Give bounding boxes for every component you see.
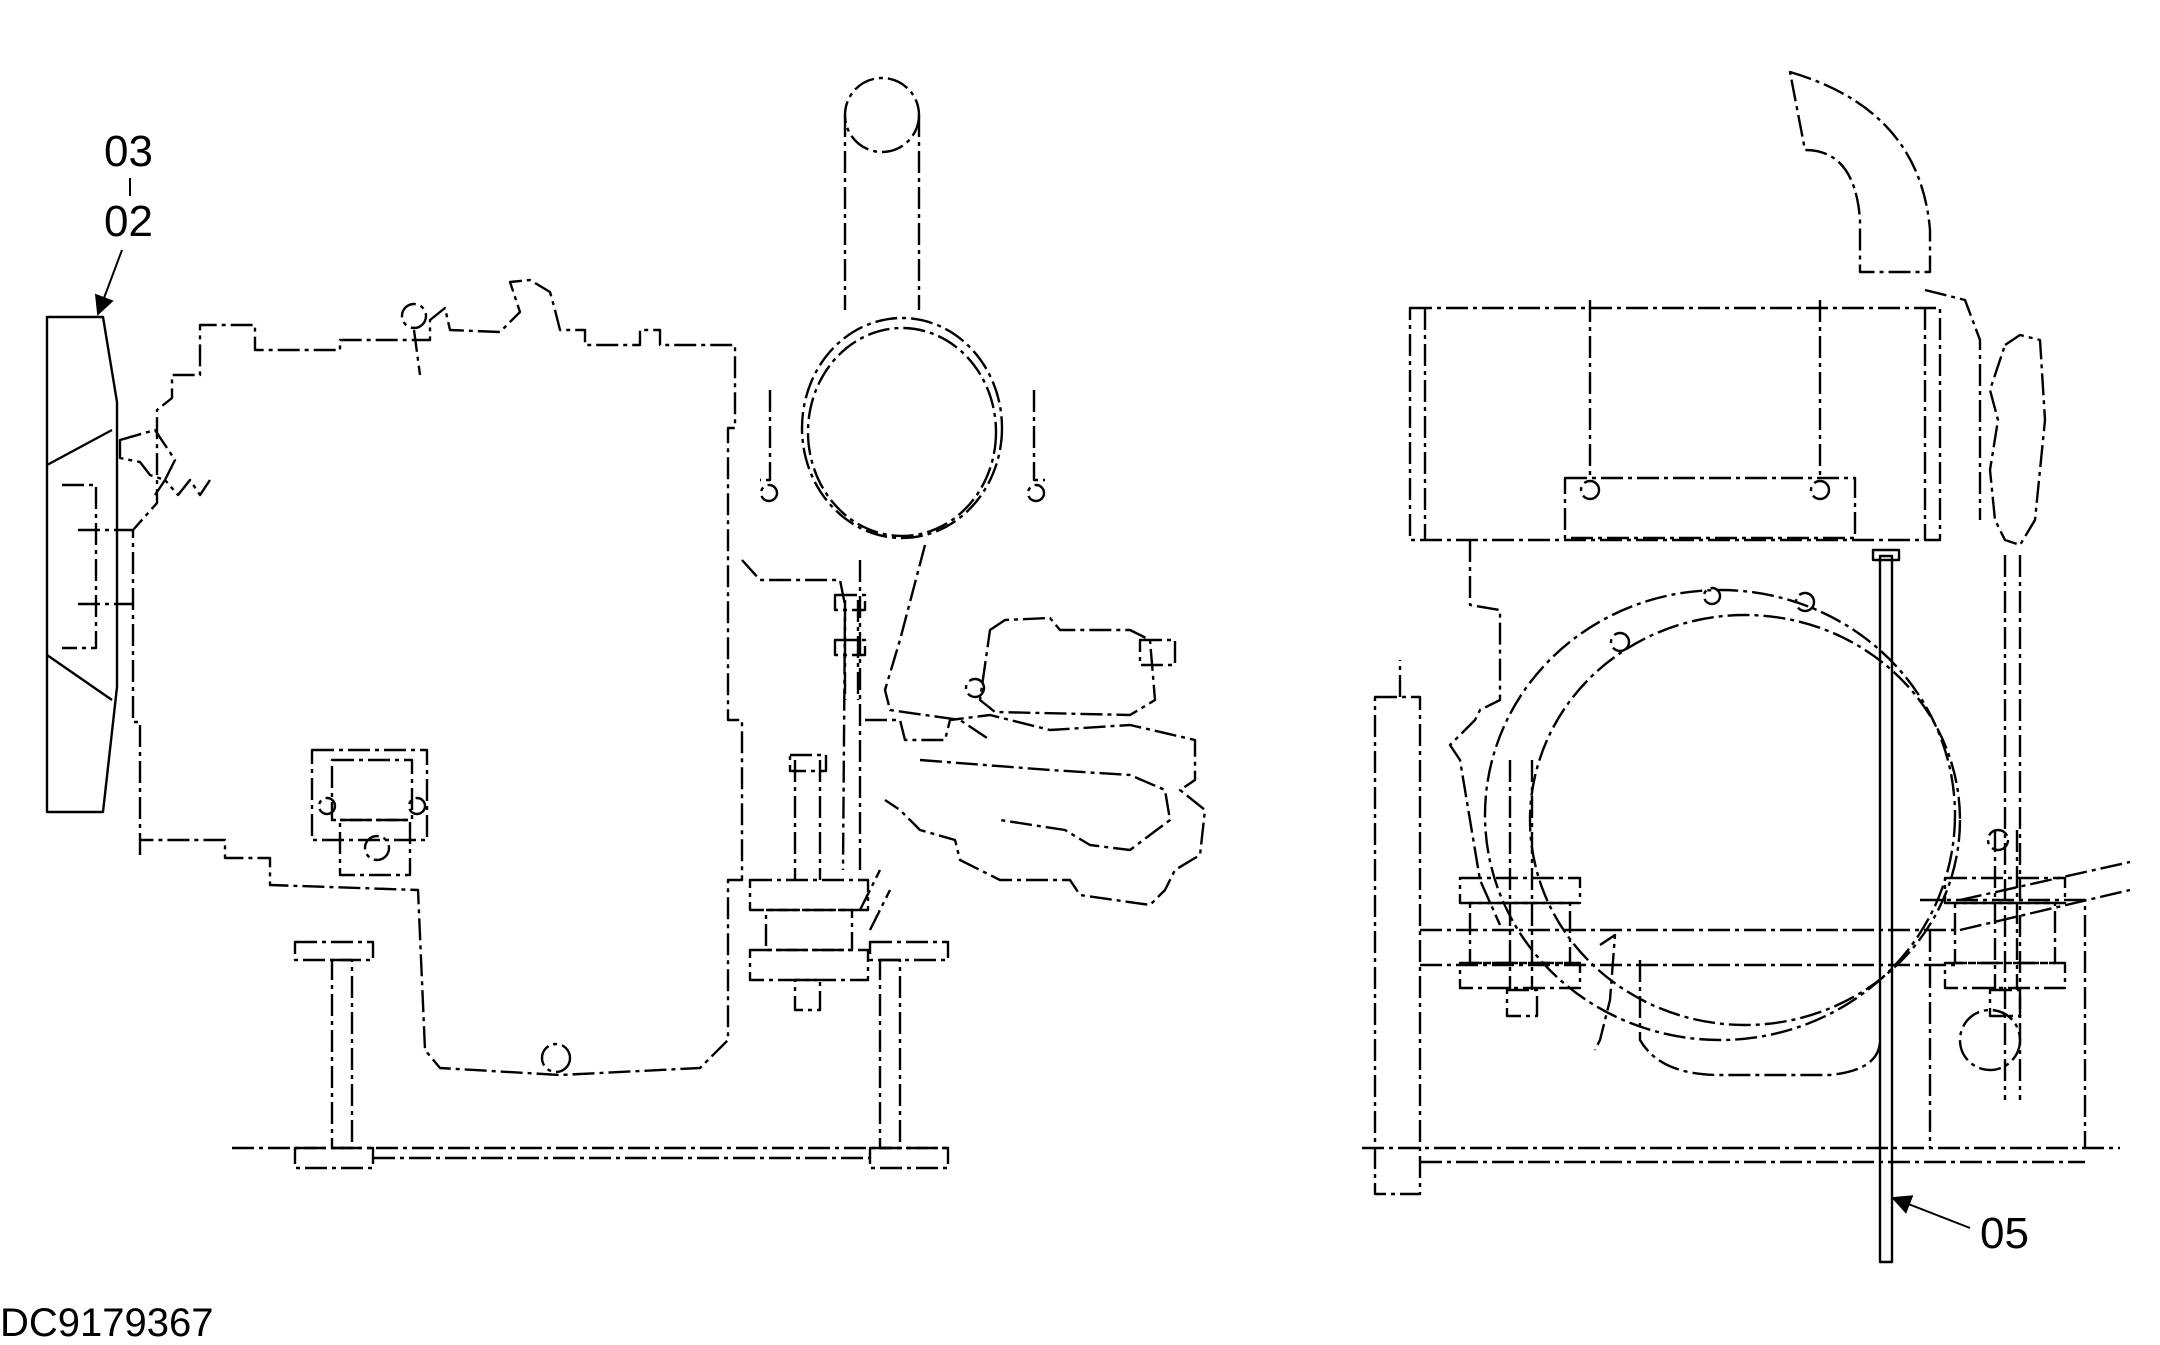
callout-label-03: 03 (104, 127, 153, 176)
flywheel-housing-right (1483, 586, 1962, 1042)
callout-03-02: 03 02 (94, 127, 153, 316)
base-frame-right (1362, 860, 2131, 1164)
drawing-number: DC9179367 (0, 1301, 214, 1345)
engine-side-bracket (310, 748, 429, 877)
exhaust-elbow-right (1788, 70, 1932, 274)
injector-detail (118, 428, 177, 482)
right-front-view: 05 (1362, 70, 2131, 1264)
rubber-mount-right-a (1458, 760, 1582, 1018)
exhaust-stack-left (843, 76, 921, 310)
flywheel-housing (865, 713, 1207, 907)
engine-block-right (1448, 540, 1502, 926)
base-frame-left (232, 940, 950, 1170)
callout-label-05: 05 (1980, 1209, 2029, 1258)
side-panel-right (1373, 695, 1422, 1196)
callout-label-02: 02 (104, 197, 153, 246)
muffler-left (759, 316, 1046, 540)
starter-motor (964, 616, 1177, 717)
rubber-mount-left (748, 753, 892, 1012)
engine-body-outline (131, 278, 744, 1077)
alternator-right (1988, 333, 2047, 547)
lift-eye-detail (400, 302, 428, 330)
air-cleaner-right (1408, 300, 1942, 542)
coil-detail (154, 478, 211, 497)
callout-05: 05 (1891, 1195, 2029, 1258)
left-side-view: 03 02 (45, 76, 1207, 1170)
dipstick-part-05 (1871, 548, 1901, 1264)
radiator-part-02 (45, 315, 132, 814)
drain-plug (540, 1042, 572, 1074)
muffler-bracket (741, 559, 862, 871)
port-circle-right (1958, 1008, 2022, 1072)
